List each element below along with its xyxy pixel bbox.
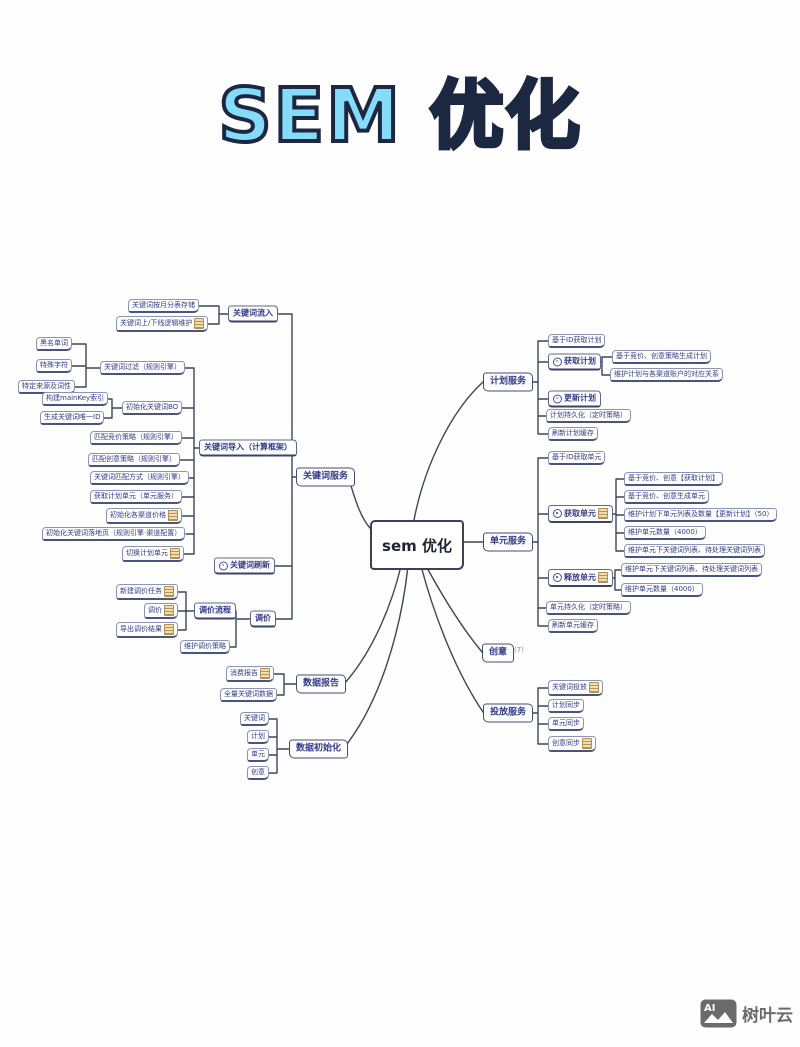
topic-label: 导出调价结果 <box>120 625 162 633</box>
topic-label: 创意同步 <box>552 739 580 747</box>
topic-export-adjust-result: 导出调价结果 <box>116 622 178 638</box>
topic-keyword-filter: 关键词过滤（规则引擎） <box>100 361 185 375</box>
topic-unit-service: 单元服务 <box>483 532 534 552</box>
topic-plan-service: 计划服务 <box>483 372 534 392</box>
topic-unit-cache-refresh: 刷新单元缓存 <box>548 619 598 633</box>
topic-label: 初始化各渠道价格 <box>110 511 166 519</box>
topic-creative-sync: 创意同步 <box>548 736 596 752</box>
topic-label: 关键词投放 <box>552 683 587 691</box>
topic-label: 获取计划 <box>564 356 596 366</box>
topic-gen-plan-by-strategy: 基于竞价、创意策略生成计划 <box>612 350 711 364</box>
topic-init-channel-price: 初始化各渠道价格 <box>106 508 182 524</box>
clock-icon <box>553 509 562 518</box>
topic-label: 关键词上/下线逻辑维护 <box>120 319 193 327</box>
note-icon <box>168 510 178 521</box>
topic-init-plan: 计划 <box>247 730 269 744</box>
topic-adjust-run: 调价 <box>144 603 178 619</box>
ai-image-icon: AI <box>700 999 737 1028</box>
note-icon <box>598 508 608 519</box>
topic-keyword-inflow: 关键词流入 <box>228 305 278 323</box>
topic-label: 切换计划单元 <box>126 549 168 557</box>
note-icon <box>170 548 180 559</box>
watermark: AI 树叶云 <box>700 999 793 1028</box>
topic-label: 更新计划 <box>564 393 596 403</box>
topic-plan-sync: 计划同步 <box>548 699 584 713</box>
topic-gen-keyword-uid: 生成关键词唯一ID <box>40 411 105 425</box>
topic-kw-online-offline: 关键词上/下线逻辑维护 <box>116 316 209 332</box>
topic-data-report: 数据报告 <box>296 674 347 694</box>
topic-label: 关键词刷新 <box>230 560 270 570</box>
topic-unit-get-plan: 基于竞价、创意【获取计划】 <box>624 472 723 486</box>
topic-unit-maintain-list: 维护计划下单元列表及数量【更新计划】（50） <box>624 508 778 522</box>
note-icon <box>164 624 174 635</box>
note-icon <box>589 682 599 693</box>
watermark-brand: 树叶云 <box>742 1006 793 1026</box>
topic-get-plan: 获取计划 <box>548 353 601 371</box>
topic-label: 新建调价任务 <box>120 587 162 595</box>
topic-get-plan-unit: 获取计划单元（单元服务） <box>90 490 182 504</box>
topic-price-adjust: 调价 <box>250 610 276 628</box>
topic-data-init: 数据初始化 <box>289 739 349 759</box>
topic-consume-report: 消费报告 <box>226 666 274 682</box>
topic-unit-sync: 单元同步 <box>548 717 584 731</box>
topic-special-chars: 特殊字符 <box>36 359 72 373</box>
topic-price-adjust-flow: 调价流程 <box>194 602 236 620</box>
topic-new-adjust-task: 新建调价任务 <box>116 584 178 600</box>
clock-icon <box>219 561 228 570</box>
topic-init-keyword-bo: 初始化关键词BO <box>122 401 183 415</box>
topic-init-creative: 创意 <box>247 766 269 780</box>
topic-plan-by-id: 基于ID获取计划 <box>548 334 606 348</box>
topic-init-keyword: 关键词 <box>240 712 269 726</box>
note-icon <box>598 572 608 583</box>
topic-init-landing-page: 初始化关键词落地页（规则引擎·渠道配置） <box>42 527 186 541</box>
topic-unit-keyword-lists: 维护单元下关键词列表、待处理关键词列表 <box>624 544 765 558</box>
topic-plan-persist: 计划持久化（定时策略） <box>546 409 631 423</box>
note-icon <box>164 586 174 597</box>
topic-plan-cache-refresh: 刷新计划缓存 <box>548 427 598 441</box>
topic-unit-by-id: 基于ID获取单元 <box>548 451 606 465</box>
mindmap-title: SEM 优化 <box>216 71 582 161</box>
topic-keyword-match-mode: 关键词匹配方式（规则引擎） <box>90 471 189 485</box>
topic-unit-qty: 维护单元数量（4000） <box>624 526 706 540</box>
topic-keyword-import: 关键词导入（计算框架） <box>199 439 297 457</box>
topic-blacklist-words: 黑名单词 <box>36 337 72 351</box>
clock-icon <box>553 573 562 582</box>
svg-text:AI: AI <box>704 1003 715 1014</box>
topic-release-unit-qty: 维护单元数量（4000） <box>621 583 703 597</box>
topic-plan-account-mapping: 维护计划与各渠道账户的对应关系 <box>610 368 723 382</box>
topic-keyword-refresh: 关键词刷新 <box>214 557 275 575</box>
note-icon <box>164 605 174 616</box>
topic-creative: 创意 <box>482 643 515 663</box>
note-icon <box>260 668 270 679</box>
topic-label: 释放单元 <box>564 572 596 582</box>
topic-label: 获取单元 <box>564 508 596 518</box>
creative-count-badge: (7) <box>514 646 524 654</box>
note-icon <box>582 738 592 749</box>
clock-icon <box>553 394 562 403</box>
topic-unit-persist: 单元持久化（定时策略） <box>546 601 631 615</box>
topic-build-mainkey-index: 构建mainKey索引 <box>42 392 109 406</box>
topic-match-creative-strategy: 匹配创意策略（规则引擎） <box>88 453 180 467</box>
topic-switch-plan-unit: 切换计划单元 <box>122 546 184 562</box>
topic-update-plan: 更新计划 <box>548 390 601 408</box>
topic-unit-gen: 基于竞价、创意生成单元 <box>624 490 709 504</box>
topic-keyword-delivery: 关键词投放 <box>548 680 603 696</box>
topic-maintain-adjust-strategy: 维护调价策略 <box>180 640 230 654</box>
topic-label: 调价 <box>148 606 162 614</box>
topic-kw-monthly-storage: 关键词按月分表存储 <box>128 299 199 313</box>
topic-label: 消费报告 <box>230 669 258 677</box>
topic-center-sem: sem 优化 <box>370 520 464 570</box>
topic-keyword-service: 关键词服务 <box>296 467 356 487</box>
topic-delivery-service: 投放服务 <box>483 703 534 723</box>
topic-release-keyword-lists: 维护单元下关键词列表、待处理关键词列表 <box>621 563 762 577</box>
topic-release-unit: 释放单元 <box>548 569 613 587</box>
topic-get-unit: 获取单元 <box>548 505 613 523</box>
topic-match-bid-strategy: 匹配竞价策略（规则引擎） <box>90 431 182 445</box>
topic-init-unit: 单元 <box>247 748 269 762</box>
topic-full-keyword-data: 全量关键词数据 <box>220 688 277 702</box>
clock-icon <box>553 357 562 366</box>
note-icon <box>194 318 205 329</box>
